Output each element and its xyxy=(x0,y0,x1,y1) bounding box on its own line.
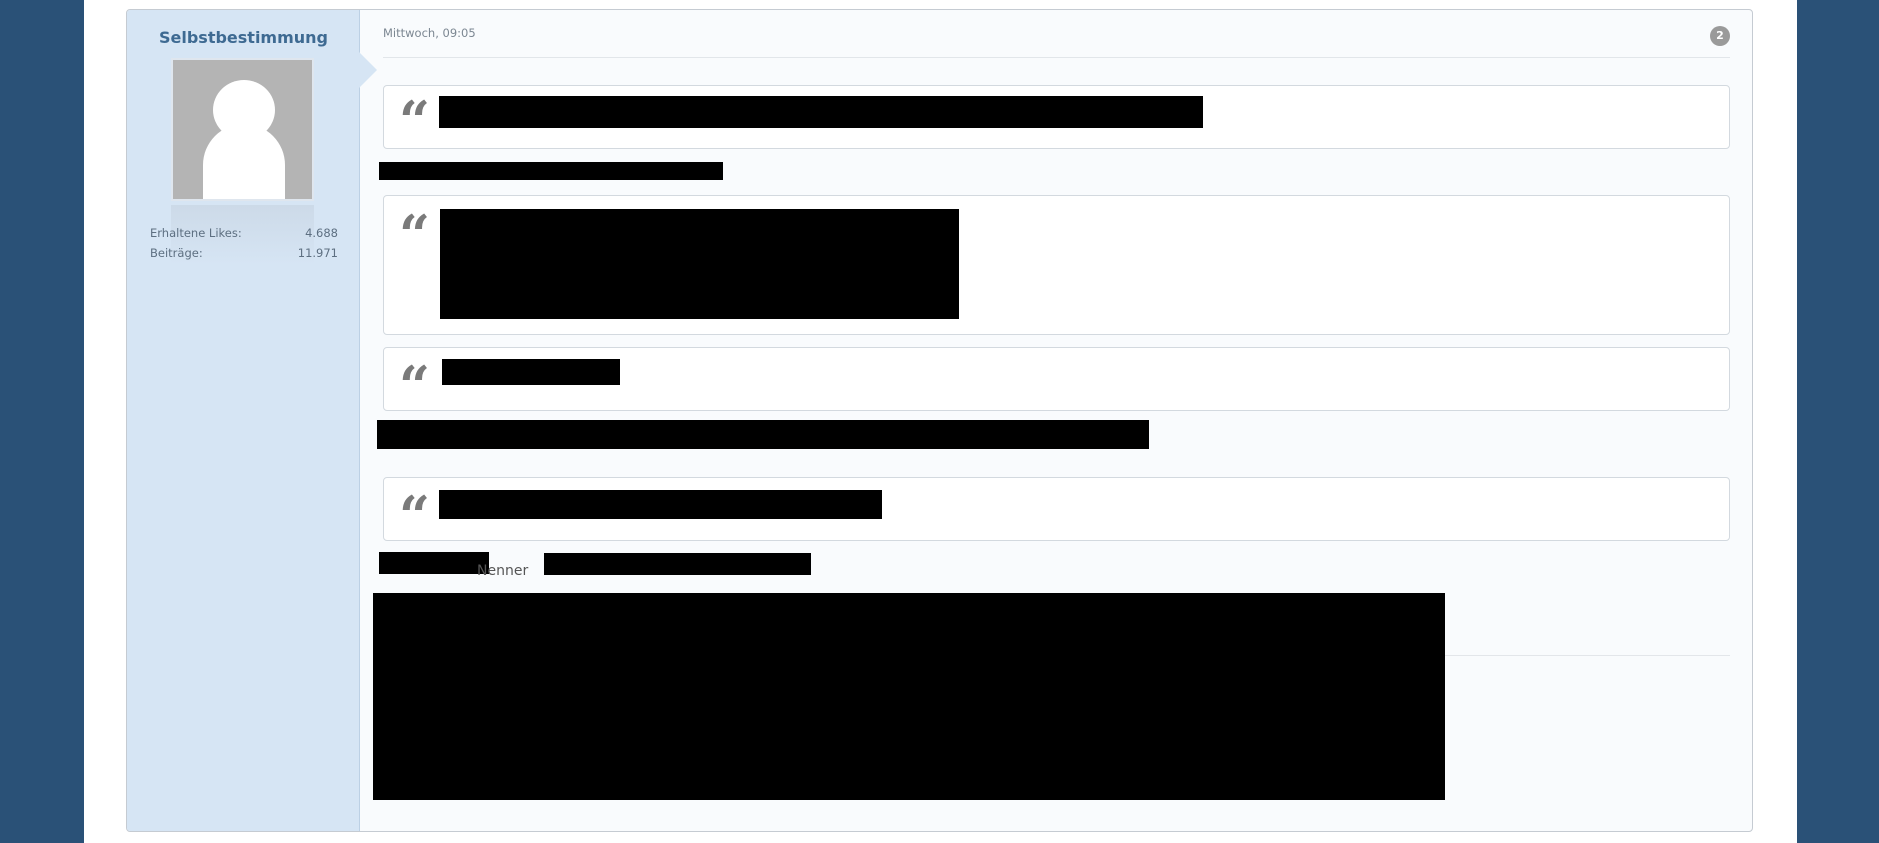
inline-text: Nenner xyxy=(477,563,529,579)
blockquote: “ xyxy=(383,477,1730,548)
redacted-text xyxy=(439,490,882,519)
stat-value: 4.688 xyxy=(305,226,338,240)
stat-row-posts: Beiträge: 11.971 xyxy=(150,246,338,266)
quote-icon: “ xyxy=(399,354,431,418)
blockquote: “ xyxy=(383,195,1730,335)
sidebar-arrow xyxy=(359,52,377,88)
avatar-reflection xyxy=(171,205,314,265)
post-date[interactable]: Mittwoch, 09:05 xyxy=(383,26,476,40)
author-sidebar: Selbstbestimmung Erhaltene Likes: 4.688 … xyxy=(127,10,360,831)
post-content: Mittwoch, 09:05 2 “ “ “ “ Nen xyxy=(360,10,1752,831)
header-divider xyxy=(383,57,1730,58)
redacted-image xyxy=(373,593,1445,800)
page-container: Selbstbestimmung Erhaltene Likes: 4.688 … xyxy=(84,0,1797,843)
redacted-text xyxy=(544,553,811,575)
forum-post: Selbstbestimmung Erhaltene Likes: 4.688 … xyxy=(126,9,1753,832)
quote-icon: “ xyxy=(399,484,431,548)
quote-icon: “ xyxy=(399,203,431,267)
author-stats: Erhaltene Likes: 4.688 Beiträge: 11.971 xyxy=(150,226,338,266)
avatar-body xyxy=(203,124,285,199)
blockquote: “ xyxy=(383,85,1730,149)
avatar[interactable] xyxy=(171,58,314,201)
stat-label: Beiträge: xyxy=(150,246,203,260)
redacted-text xyxy=(379,552,489,574)
redacted-text xyxy=(379,162,723,180)
stat-label: Erhaltene Likes: xyxy=(150,226,242,240)
quote-icon: “ xyxy=(399,89,431,153)
redacted-text xyxy=(377,420,1149,449)
post-number-badge[interactable]: 2 xyxy=(1710,26,1730,46)
redacted-text xyxy=(439,96,1203,128)
author-username[interactable]: Selbstbestimmung xyxy=(158,28,329,47)
blockquote: “ xyxy=(383,347,1730,418)
redacted-text xyxy=(440,209,959,319)
stat-row-likes: Erhaltene Likes: 4.688 xyxy=(150,226,338,246)
stat-value: 11.971 xyxy=(297,246,338,260)
redacted-text xyxy=(442,359,620,385)
